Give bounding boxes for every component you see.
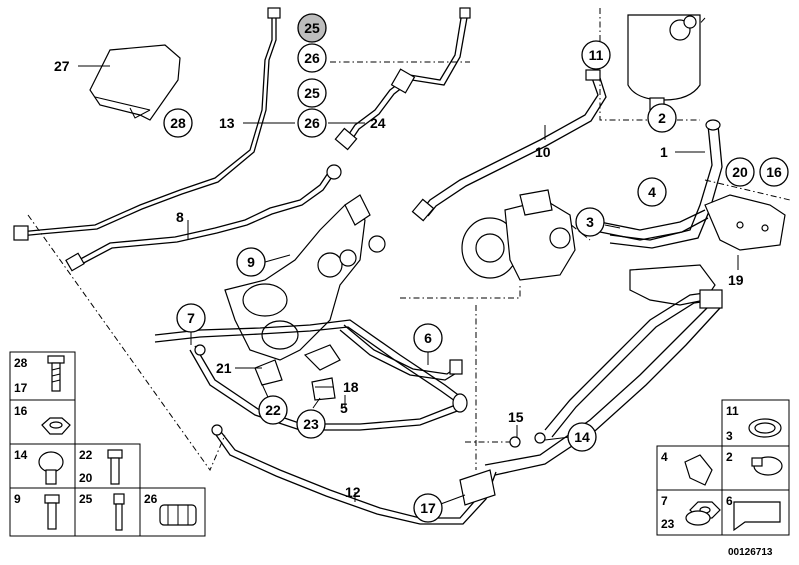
legend-3[interactable]: 3 [726, 429, 733, 443]
label-19[interactable]: 19 [728, 272, 744, 288]
callout-6-text: 6 [424, 330, 432, 346]
callout-6[interactable]: 6 [413, 323, 443, 353]
part-19-bracket [629, 194, 786, 306]
callout-28[interactable]: 28 [163, 108, 193, 138]
legend-9[interactable]: 9 [14, 492, 21, 506]
callout-23[interactable]: 23 [296, 409, 326, 439]
label-10[interactable]: 10 [535, 144, 551, 160]
label-5[interactable]: 5 [340, 400, 348, 416]
clip-26-icon [159, 504, 197, 526]
callout-3[interactable]: 3 [575, 207, 605, 237]
callout-26-b-text: 26 [304, 115, 320, 131]
part-14-hoses [484, 289, 723, 476]
callout-3-text: 3 [586, 214, 594, 230]
callout-25-b[interactable]: 25 [297, 78, 327, 108]
part-reservoir [609, 14, 723, 249]
arrow-icon [733, 501, 781, 532]
label-24[interactable]: 24 [370, 115, 386, 131]
stud-25-icon [113, 493, 125, 531]
legend-22[interactable]: 22 [79, 448, 93, 462]
callout-23-text: 23 [303, 416, 319, 432]
legend-right: 11 3 4 2 7 23 6 [656, 399, 790, 536]
callout-9-text: 9 [247, 254, 255, 270]
label-12[interactable]: 12 [345, 484, 361, 500]
callout-2[interactable]: 2 [647, 103, 677, 133]
callout-4-text: 4 [648, 184, 656, 200]
banjo-bolt-14-icon [38, 451, 64, 485]
label-13[interactable]: 13 [219, 115, 235, 131]
callout-25-b-text: 25 [304, 85, 320, 101]
bolt-9-icon [44, 494, 60, 530]
legend-25[interactable]: 25 [79, 492, 93, 506]
label-27[interactable]: 27 [54, 58, 70, 74]
part-24-line [334, 7, 471, 151]
label-8[interactable]: 8 [176, 209, 184, 225]
callout-9[interactable]: 9 [236, 247, 266, 277]
callout-16-text: 16 [766, 164, 782, 180]
legend-17[interactable]: 17 [14, 381, 28, 395]
label-21[interactable]: 21 [216, 360, 232, 376]
callout-28-text: 28 [170, 115, 186, 131]
legend-20[interactable]: 20 [79, 471, 93, 485]
callout-25-top-text: 25 [304, 20, 320, 36]
part-brackets-small [194, 344, 336, 401]
callout-20-text: 20 [732, 164, 748, 180]
callout-14-text: 14 [574, 429, 590, 445]
seal-ring-6-icon [685, 510, 711, 526]
callout-26-b[interactable]: 26 [297, 108, 327, 138]
legend-28[interactable]: 28 [14, 356, 28, 370]
callout-7-text: 7 [187, 310, 195, 326]
part-27-sleeve [89, 44, 181, 121]
part-pump [461, 189, 576, 281]
part-4-hose [599, 209, 709, 241]
legend-6[interactable]: 6 [726, 494, 733, 508]
callout-26-a[interactable]: 26 [297, 43, 327, 73]
hose-clamp-2-icon [751, 456, 783, 476]
bolt-28-17-icon [47, 355, 65, 392]
callout-7[interactable]: 7 [176, 303, 206, 333]
callout-11[interactable]: 11 [581, 40, 611, 70]
diagram-code: 00126713 [728, 547, 773, 558]
part-6-hose [339, 324, 463, 381]
legend-26[interactable]: 26 [144, 492, 158, 506]
hose-clamp-11-3-icon [748, 418, 782, 438]
part-10-hose [411, 69, 607, 222]
callout-4[interactable]: 4 [637, 177, 667, 207]
callout-11-text: 11 [589, 47, 604, 63]
bolt-22-20-icon [107, 449, 123, 485]
legend-4[interactable]: 4 [661, 450, 668, 464]
callout-25-top[interactable]: 25 [297, 13, 327, 43]
clamp-4-icon [684, 454, 713, 486]
legend-16[interactable]: 16 [14, 404, 28, 418]
legend-2[interactable]: 2 [726, 450, 733, 464]
callout-17[interactable]: 17 [413, 493, 443, 523]
label-15[interactable]: 15 [508, 409, 524, 425]
callout-26-a-text: 26 [304, 50, 320, 66]
callout-14[interactable]: 14 [567, 422, 597, 452]
label-18[interactable]: 18 [343, 379, 359, 395]
legend-7[interactable]: 7 [661, 494, 668, 508]
nut-16-icon [41, 417, 71, 435]
callout-22[interactable]: 22 [258, 395, 288, 425]
callout-22-text: 22 [265, 402, 281, 418]
callout-20[interactable]: 20 [725, 157, 755, 187]
callout-16[interactable]: 16 [759, 157, 789, 187]
label-1[interactable]: 1 [660, 144, 668, 160]
callout-17-text: 17 [420, 500, 436, 516]
legend-11[interactable]: 11 [726, 404, 739, 418]
part-12-hose [211, 424, 497, 525]
callout-2-text: 2 [658, 110, 666, 126]
legend-14[interactable]: 14 [14, 448, 28, 462]
legend-left: 28 17 16 14 22 20 9 25 [9, 351, 206, 537]
part-8-line [65, 164, 342, 272]
part-steering-gear [224, 194, 386, 371]
part-13-line [13, 7, 281, 241]
legend-23[interactable]: 23 [661, 517, 675, 531]
